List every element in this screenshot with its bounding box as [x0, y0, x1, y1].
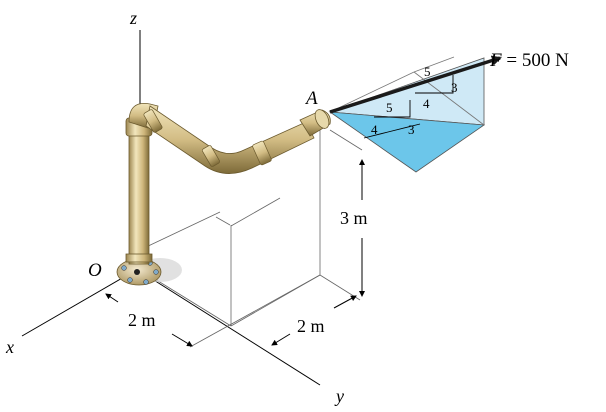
y-axis-line	[148, 276, 321, 386]
height-dimension-label: 3 m	[340, 208, 368, 228]
bolt-icon	[153, 269, 159, 275]
upper-horiz-label: 4	[423, 96, 430, 111]
box-top-left	[215, 216, 231, 226]
construction-lines	[143, 128, 363, 348]
y-axis-label: y	[334, 386, 344, 406]
vertical-pipe-collar	[125, 253, 153, 263]
x-axis-label: x	[5, 337, 14, 357]
lower-vert-label: 3	[408, 122, 415, 137]
dim-x-left	[105, 293, 119, 303]
bolt-icon	[143, 279, 149, 285]
mid-triangle-legs	[374, 100, 411, 118]
lower-horiz-label: 4	[371, 122, 378, 137]
pipe-end-face	[314, 109, 330, 129]
box-front-diagonal	[189, 274, 321, 348]
pipe-coupling	[202, 145, 220, 167]
dim-y-left	[271, 333, 291, 346]
y-dimension-label: 2 m	[297, 316, 325, 336]
upper-vert-label: 3	[451, 80, 458, 95]
upper-hyp-label: 5	[424, 64, 431, 79]
force-arrow	[329, 55, 502, 114]
point-a-label: A	[304, 88, 318, 109]
dim-ext-bottom	[319, 274, 361, 301]
slope-triangle-upper	[363, 75, 454, 139]
origin-label: O	[88, 260, 102, 281]
z-axis-label: z	[129, 8, 137, 28]
force-symbol: F	[489, 50, 502, 71]
x-axis-line	[21, 272, 132, 337]
force-value: = 500 N	[502, 50, 569, 71]
box-top-back	[230, 197, 281, 227]
lower-plane	[328, 111, 486, 173]
vertical-pipe	[128, 127, 150, 265]
pipe-coupling	[143, 109, 163, 133]
force-planes	[328, 56, 486, 173]
lower-hyp-label: 5	[386, 100, 393, 115]
dim-x-right	[171, 333, 193, 347]
box-floor-line	[143, 211, 221, 249]
horizontal-pipe	[145, 105, 315, 174]
bolt-icon	[127, 277, 133, 283]
x-dimension-label: 2 m	[128, 310, 156, 330]
bolt-icon	[121, 265, 127, 271]
force-label: F = 500 N	[489, 50, 569, 71]
plane-top-extension	[413, 56, 455, 73]
dim-y-right	[333, 295, 357, 309]
upper-triangle-legs	[415, 75, 454, 94]
plane-top-edge	[329, 71, 415, 113]
coordinate-axes	[21, 30, 321, 386]
lower-triangle-legs	[363, 123, 421, 139]
pipe-coupling	[252, 140, 272, 166]
origin-point	[134, 269, 140, 275]
dimension-lines	[105, 159, 365, 347]
pipe-assembly	[116, 103, 331, 286]
box-bottom-left	[149, 275, 232, 327]
dim-ext-top	[329, 129, 363, 151]
